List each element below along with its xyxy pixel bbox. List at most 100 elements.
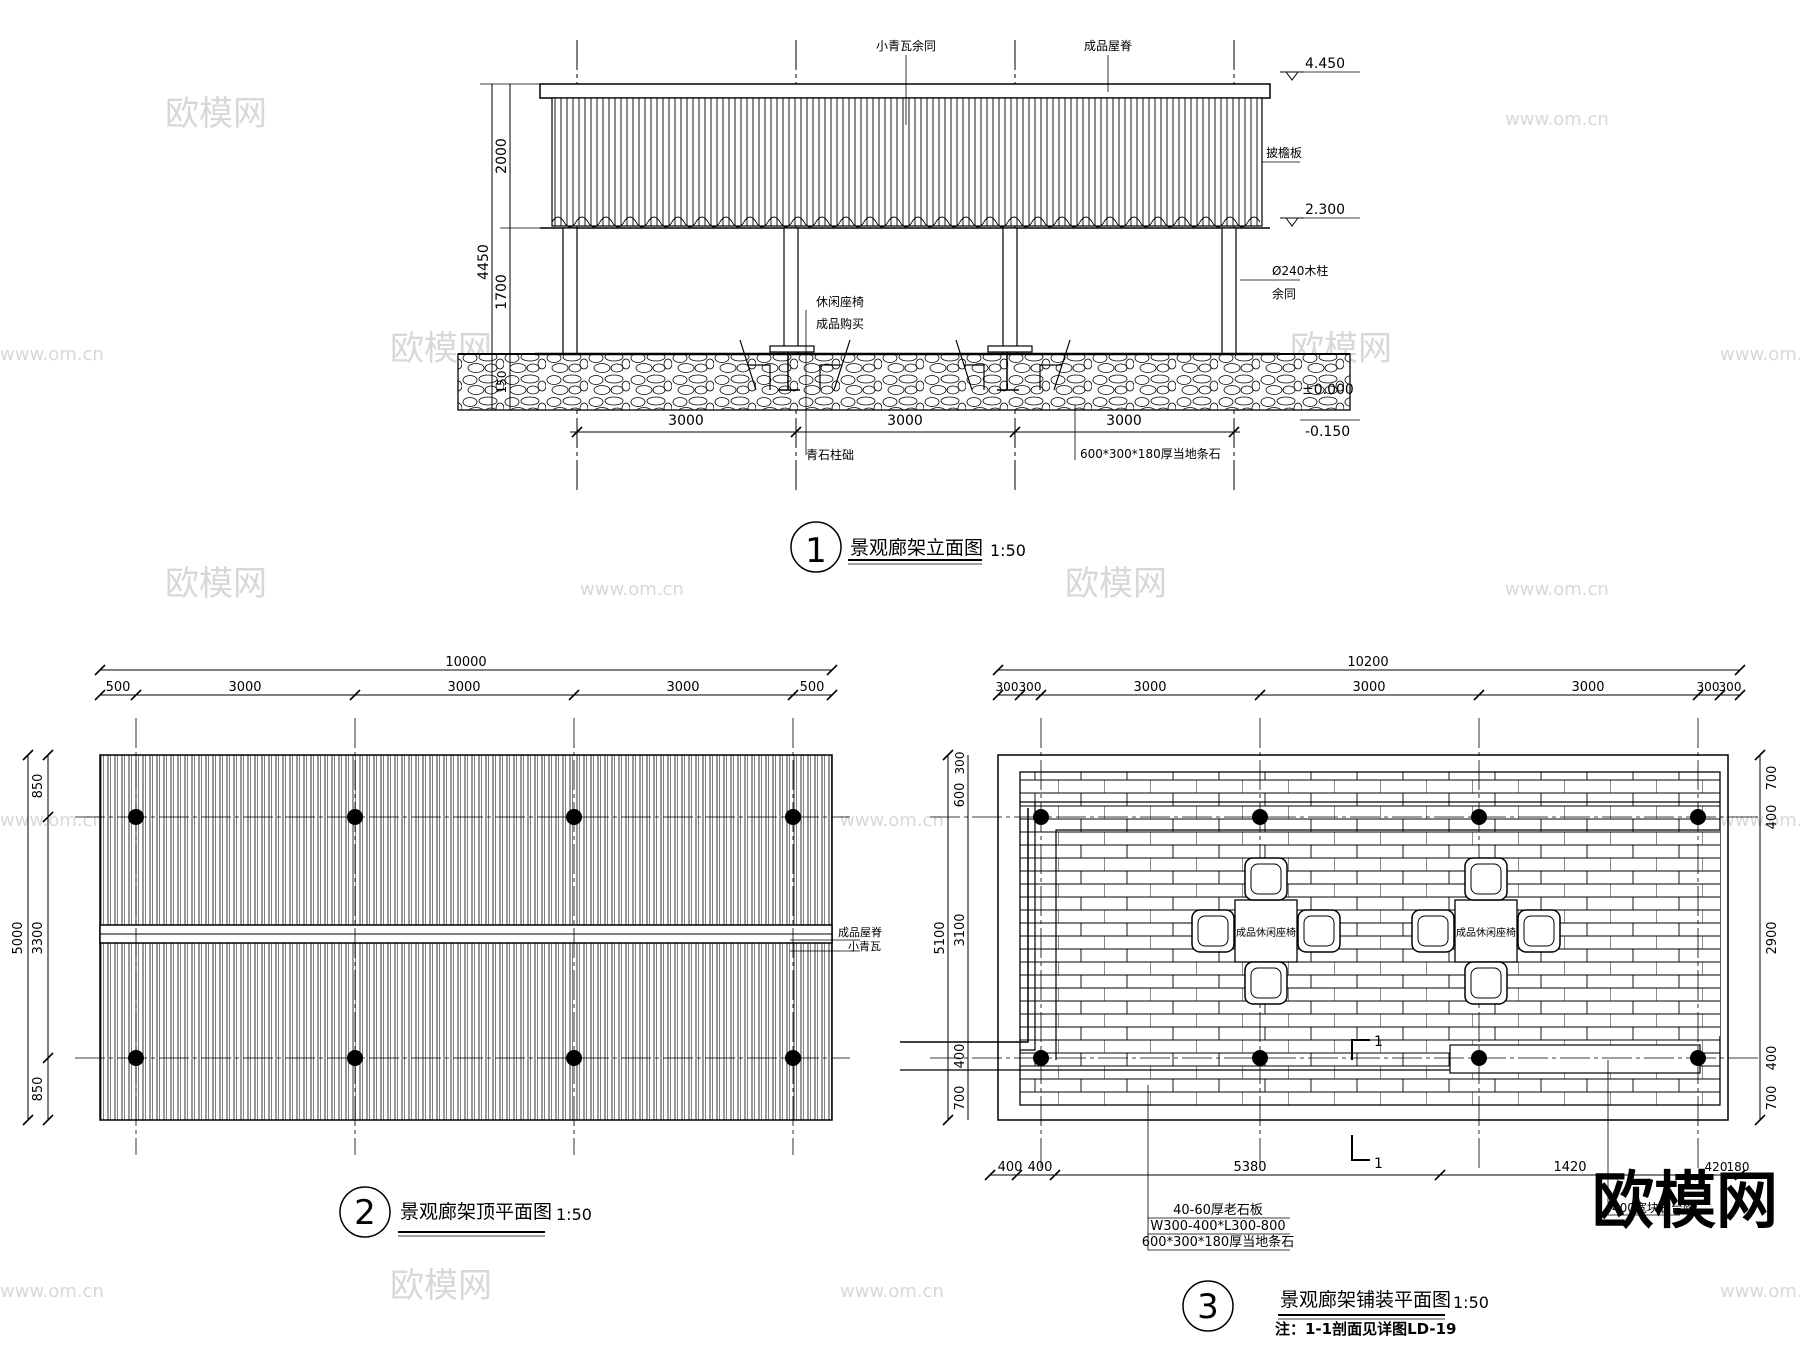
- seating-elevation-left: [739, 339, 851, 391]
- level-top: 4.450: [1305, 56, 1345, 72]
- roof-plan-columns: [128, 809, 801, 1066]
- pave-rdim-2: 400: [1765, 805, 1780, 830]
- label-leisure-seat: 休闲座椅: [816, 294, 864, 309]
- watermark-text: www.om.cn: [0, 344, 104, 365]
- watermark-layer: 欧模网www.om.cn欧模网www.om.cnwww.om.cn欧模网欧模网w…: [0, 94, 1800, 1306]
- roof-plan-text: 10000 500 3000 3000 3000 500 5000 850 33…: [11, 655, 882, 1233]
- roof-vdim-2: 3300: [31, 921, 46, 954]
- paving-plan-number: 3: [1197, 1287, 1219, 1327]
- watermark-text: 欧模网: [165, 94, 267, 134]
- elev-vdim-column: 1700: [494, 274, 510, 310]
- roof-plan-scale: 1:50: [556, 1205, 592, 1224]
- label-same: 余同: [1272, 286, 1296, 301]
- pave-vdim-4: 400: [953, 1044, 968, 1069]
- label-paving-stone: 600*300*180厚当地条石: [1080, 447, 1221, 461]
- pave-vdim-2: 600: [953, 783, 968, 808]
- pave-section-bottom: 1: [1374, 1156, 1383, 1172]
- pave-bdim-5: 420: [1705, 1160, 1728, 1174]
- watermark-text: 欧模网: [390, 1266, 492, 1306]
- pave-dim-4: 3000: [1352, 680, 1385, 695]
- pave-vdim-1: 300: [953, 752, 967, 775]
- pave-dim-1: 300: [996, 680, 1019, 694]
- label-column: Ø240木柱: [1272, 263, 1328, 278]
- pave-dim-total: 10200: [1347, 655, 1388, 670]
- watermark-text: 欧模网: [1065, 564, 1167, 604]
- level-ground: ±0.000: [1302, 382, 1354, 398]
- paving-plan-columns: [1033, 809, 1706, 1066]
- pave-edge-label: 400宽块石台阶: [1612, 1200, 1695, 1215]
- elev-dim-1: 3000: [668, 413, 704, 429]
- pave-rdim-5: 700: [1765, 1086, 1780, 1111]
- paving-plan-title: 景观廊架铺装平面图: [1280, 1289, 1451, 1311]
- elev-vdim-base: 150: [495, 371, 509, 394]
- watermark-text: www.om.cn: [1505, 579, 1609, 600]
- pave-vdim-3: 3100: [953, 913, 968, 946]
- label-eave-board: 披檐板: [1266, 146, 1302, 160]
- elevation-drawing: [457, 40, 1360, 573]
- roof-plan-number: 2: [354, 1193, 376, 1233]
- elevation-number: 1: [805, 531, 827, 571]
- watermark-text: www.om.cn: [840, 810, 944, 831]
- label-ridge: 成品屋脊: [1084, 39, 1132, 53]
- pave-bdim-4: 1420: [1553, 1160, 1586, 1175]
- pave-seat-label-right: 成品休闲座椅: [1456, 926, 1516, 939]
- pave-vdim-5: 700: [953, 1086, 968, 1111]
- watermark-text: www.om.cn: [580, 579, 684, 600]
- watermark-text: www.om.cn: [840, 1281, 944, 1302]
- label-plinth: 青石柱础: [806, 447, 854, 462]
- pave-bdim-3: 5380: [1233, 1160, 1266, 1175]
- elev-dim-3: 3000: [1106, 413, 1142, 429]
- roof-vdim-1: 850: [31, 774, 46, 799]
- roof-plan-title: 景观廊架顶平面图: [400, 1201, 552, 1223]
- pave-dim-6: 300: [1697, 680, 1720, 694]
- pave-vdim-total: 5100: [933, 921, 948, 954]
- pave-bdim-2: 400: [1028, 1160, 1053, 1175]
- label-purchase: 成品购买: [816, 316, 864, 331]
- paving-plan-note: 注：1-1剖面见详图LD-19: [1275, 1320, 1457, 1338]
- elev-vdim-roof: 2000: [494, 138, 510, 174]
- elev-dim-2: 3000: [887, 413, 923, 429]
- paving-plan-text: 10200 300 300 3000 3000 3000 300 300 510…: [933, 655, 1780, 1338]
- pave-dim-7: 300: [1719, 680, 1742, 694]
- pave-dim-3: 3000: [1133, 680, 1166, 695]
- paving-plan-scale: 1:50: [1453, 1293, 1489, 1312]
- watermark-text: www.om.cn: [1505, 109, 1609, 130]
- pave-seat-label-left: 成品休闲座椅: [1236, 926, 1296, 939]
- seating-elevation-right: [955, 339, 1071, 391]
- watermark-text: www.om.cn: [0, 810, 104, 831]
- watermark-text: www.om.cn: [1720, 1281, 1800, 1302]
- pave-bdim-6: 180: [1727, 1160, 1750, 1174]
- roof-dim-total: 10000: [445, 655, 486, 670]
- label-tile-ridge: 小青瓦余同: [876, 38, 936, 53]
- pave-bdim-1: 400: [998, 1160, 1023, 1175]
- pave-material-3: 600*300*180厚当地条石: [1142, 1234, 1294, 1250]
- pave-dim-5: 3000: [1571, 680, 1604, 695]
- roof-dim-5: 500: [800, 680, 825, 695]
- corner-logo: 欧模网: [1592, 1164, 1778, 1237]
- pave-rdim-4: 400: [1765, 1046, 1780, 1071]
- pave-rdim-3: 2900: [1765, 921, 1780, 954]
- roof-dim-4: 3000: [666, 680, 699, 695]
- paving-plan-seating: [1191, 857, 1561, 1005]
- watermark-text: www.om.cn: [0, 1281, 104, 1302]
- paving-plan-drawing: [900, 664, 1766, 1332]
- level-eave: 2.300: [1305, 202, 1345, 218]
- elevation-text: 小青瓦余同 成品屋脊 4.450 2.300 ±0.000 -0.150 披檐板…: [476, 38, 1354, 571]
- watermark-text: 欧模网: [165, 564, 267, 604]
- pave-dim-2: 300: [1019, 680, 1042, 694]
- pave-rdim-1: 700: [1765, 766, 1780, 791]
- elevation-title: 景观廊架立面图: [850, 537, 983, 559]
- roof-plan-drawing: [22, 664, 860, 1238]
- roof-label-ridge: 成品屋脊: [838, 925, 882, 939]
- pave-material-2: W300-400*L300-800: [1150, 1219, 1285, 1234]
- pave-section-top: 1: [1374, 1034, 1383, 1050]
- roof-dim-3: 3000: [447, 680, 480, 695]
- roof-dim-2: 3000: [228, 680, 261, 695]
- elev-vdim-total: 4450: [476, 244, 492, 280]
- level-base: -0.150: [1305, 424, 1350, 440]
- pave-material-1: 40-60厚老石板: [1173, 1203, 1263, 1218]
- roof-dim-1: 500: [106, 680, 131, 695]
- elevation-scale: 1:50: [990, 541, 1026, 560]
- roof-label-tile: 小青瓦: [848, 940, 881, 953]
